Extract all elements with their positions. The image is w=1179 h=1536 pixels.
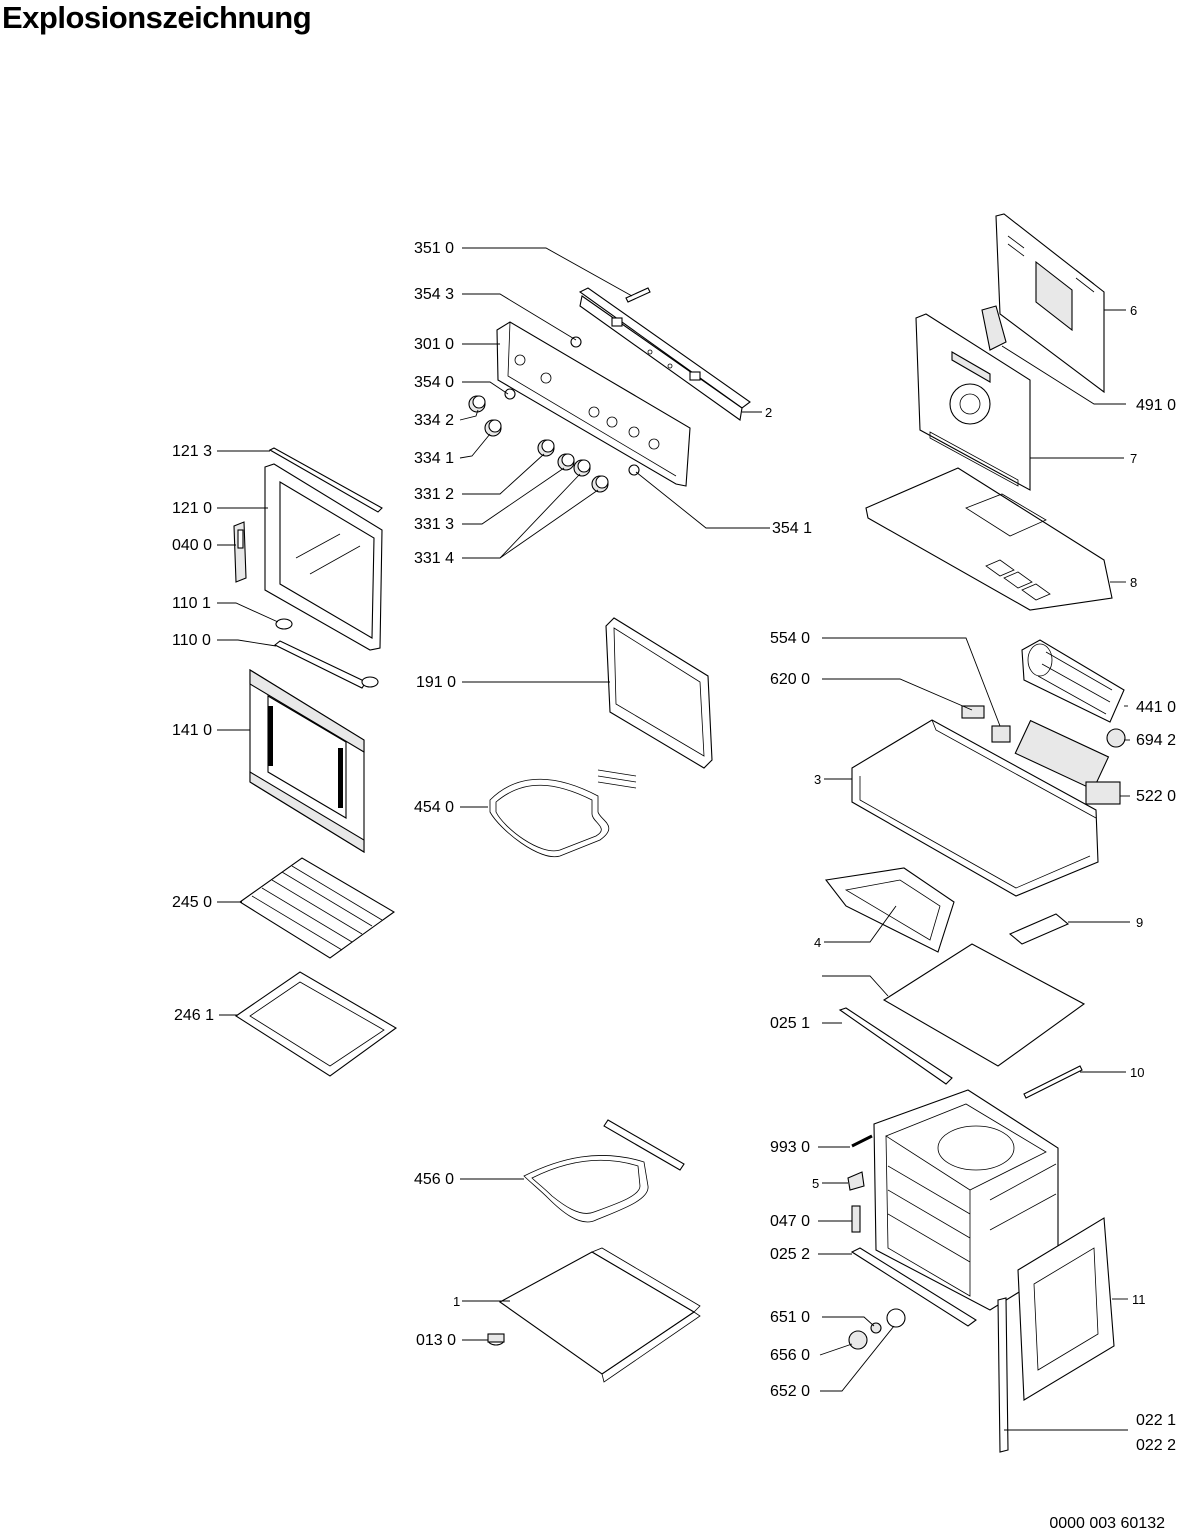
callout-5: 5 — [812, 1176, 819, 1191]
page-title: Explosionszeichnung — [2, 0, 312, 35]
callout-334-1: 334 1 — [414, 450, 454, 467]
callout-121-3: 121 3 — [172, 443, 212, 460]
callout-040-0: 040 0 — [172, 537, 212, 554]
callout-2: 2 — [765, 405, 772, 420]
callout-331-4: 331 4 — [414, 550, 454, 567]
small-bracket — [1008, 913, 1070, 945]
callout-652-0: 652 0 — [770, 1383, 810, 1400]
door-frame — [264, 463, 383, 651]
top-heating-element — [489, 769, 637, 858]
callout-454-0: 454 0 — [414, 799, 454, 816]
side-frame — [824, 867, 955, 953]
callout-620-0: 620 0 — [770, 671, 810, 688]
callout-11: 11 — [1132, 1292, 1146, 1307]
knobs — [468, 388, 640, 493]
control-panel — [496, 321, 691, 487]
foot — [487, 1333, 505, 1346]
callout-993-0: 993 0 — [770, 1139, 810, 1156]
rod — [1023, 1065, 1083, 1099]
switch-components — [961, 705, 1011, 743]
bottom-heating-element — [523, 1119, 685, 1223]
top-panel — [865, 467, 1113, 611]
callout-331-3: 331 3 — [414, 516, 454, 533]
callout-025-1: 025 1 — [770, 1015, 810, 1032]
callout-354-0: 354 0 — [414, 374, 454, 391]
side-strip — [997, 1297, 1009, 1453]
callout-245-0: 245 0 — [172, 894, 212, 911]
back-panel — [915, 313, 1031, 491]
door-trim-strip — [268, 447, 383, 513]
callout-191-0: 191 0 — [416, 674, 456, 691]
callout-334-2: 334 2 — [414, 412, 454, 429]
callout-7: 7 — [1130, 451, 1137, 466]
callout-694-2: 694 2 — [1136, 732, 1176, 749]
screw — [851, 1134, 873, 1148]
callout-651-0: 651 0 — [770, 1309, 810, 1326]
callout-022-2: 022 2 — [1136, 1437, 1176, 1454]
callout-354-3: 354 3 — [414, 286, 454, 303]
mounting-plate — [838, 943, 1086, 1085]
callout-8: 8 — [1130, 575, 1137, 590]
callout-013-0: 013 0 — [416, 1332, 456, 1349]
door-hinge — [233, 521, 247, 583]
callout-554-0: 554 0 — [770, 630, 810, 647]
rear-cover — [995, 213, 1105, 394]
callout-10: 10 — [1130, 1065, 1144, 1080]
callout-354-1: 354 1 — [772, 520, 812, 537]
callout-9: 9 — [1136, 915, 1143, 930]
wire-shelf — [239, 857, 396, 959]
control-bracket — [578, 287, 751, 421]
clip-part — [570, 336, 582, 348]
latch — [851, 1205, 861, 1233]
callout-441-0: 441 0 — [1136, 699, 1176, 716]
door-inner-panel — [1017, 1217, 1115, 1401]
callout-3: 3 — [814, 772, 821, 787]
callout-331-2: 331 2 — [414, 486, 454, 503]
leader-lines — [217, 247, 1130, 1431]
lamp — [1106, 728, 1126, 748]
callout-351-0: 351 0 — [414, 240, 454, 257]
callout-246-1: 246 1 — [174, 1007, 214, 1024]
callout-1: 1 — [453, 1294, 460, 1309]
oven-cavity — [873, 1089, 1059, 1311]
bottom-rail — [850, 1247, 977, 1327]
callout-121-0: 121 0 — [172, 500, 212, 517]
callout-522-0: 522 0 — [1136, 788, 1176, 805]
lamp-assembly — [848, 1308, 906, 1350]
motor-bracket — [981, 305, 1007, 351]
callout-456-0: 456 0 — [414, 1171, 454, 1188]
baking-tray — [235, 971, 398, 1077]
bottom-plate — [498, 1247, 701, 1383]
door-handle — [273, 618, 379, 689]
pin-part — [625, 287, 651, 303]
clip — [847, 1171, 865, 1191]
inner-glass-panel — [249, 669, 365, 853]
callout-6: 6 — [1130, 303, 1137, 318]
callout-656-0: 656 0 — [770, 1347, 810, 1364]
relay-block — [1085, 781, 1121, 805]
chassis-frame — [851, 719, 1110, 897]
callout-025-2: 025 2 — [770, 1246, 810, 1263]
oven-door-seal — [605, 617, 713, 769]
callout-301-0: 301 0 — [414, 336, 454, 353]
callout-labels: 351 0 354 3 301 0 354 0 334 2 334 1 331 … — [172, 240, 1176, 1454]
tangential-fan — [1021, 639, 1125, 723]
callout-110-0: 110 0 — [172, 632, 211, 649]
document-number: 0000 003 60132 — [1049, 1515, 1165, 1532]
callout-141-0: 141 0 — [172, 722, 212, 739]
callout-110-1: 110 1 — [172, 595, 211, 612]
callout-491-0: 491 0 — [1136, 397, 1176, 414]
callout-047-0: 047 0 — [770, 1213, 810, 1230]
callout-4: 4 — [814, 935, 821, 950]
callout-022-1: 022 1 — [1136, 1412, 1176, 1429]
